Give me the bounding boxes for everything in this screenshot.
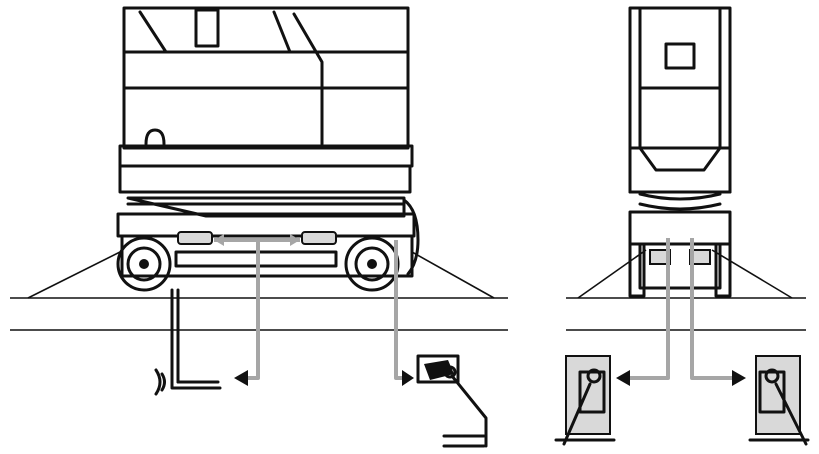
cage-handle <box>144 128 166 146</box>
end-detail-right-link <box>774 382 808 446</box>
arrowhead-detail-right <box>402 370 414 386</box>
platform-cage <box>118 6 414 194</box>
end-slope-line-right <box>711 249 793 299</box>
side-view <box>10 6 508 448</box>
end-detail-left-link <box>562 382 592 446</box>
detail-pivot-arc-inner <box>160 372 166 392</box>
detail-latch-pin <box>443 365 457 379</box>
end-arrowhead-right <box>732 370 746 386</box>
callout-arrows-side <box>214 234 414 386</box>
pothole-guard-left <box>177 231 213 245</box>
cage-brace <box>138 10 292 54</box>
end-slope-line-left <box>577 249 647 299</box>
cage-frame <box>122 6 410 150</box>
arrowhead-detail-left <box>234 370 248 386</box>
end-detail-right-pin <box>764 368 780 384</box>
detail-guard-retracted <box>154 288 222 396</box>
wheel-left <box>116 236 172 292</box>
chassis-tail <box>402 198 420 276</box>
scissor-arm <box>126 196 406 218</box>
wheel-right <box>344 236 400 292</box>
callout-arrows-end <box>616 238 746 386</box>
end-wheel-right <box>714 242 732 298</box>
end-arrow-left <box>630 238 670 380</box>
end-cage <box>628 6 732 194</box>
detail-guard-bar <box>170 288 222 390</box>
end-cage-tray <box>638 146 722 172</box>
end-detail-right-bracket <box>758 370 786 414</box>
end-detail-left-bracket <box>578 370 606 414</box>
end-chassis-upper <box>628 210 732 246</box>
slope-line-right <box>411 251 495 299</box>
detail-guard-deployed <box>416 354 488 448</box>
end-detail-left <box>554 355 616 446</box>
end-detail-left-pin <box>586 368 602 384</box>
detail-housing <box>416 354 460 384</box>
end-cage-frame <box>628 6 732 194</box>
arrowhead-guard-right <box>290 234 300 246</box>
end-chassis <box>628 192 732 298</box>
chassis-body <box>120 234 414 278</box>
pothole-guard-right <box>301 231 337 245</box>
end-scissor-stack <box>638 192 722 211</box>
end-detail-right-panel <box>755 355 801 435</box>
detail-pivot-arc-outer <box>154 368 162 396</box>
slope-line-left <box>27 251 121 299</box>
chassis <box>116 196 420 278</box>
end-cage-panel <box>664 42 696 70</box>
end-arrow-right <box>690 238 732 380</box>
arrow-to-detail-right <box>394 240 404 380</box>
end-detail-right <box>748 355 810 446</box>
arrow-to-detail-left <box>246 240 260 380</box>
platform-base <box>118 164 412 194</box>
end-arrowhead-left <box>616 370 630 386</box>
cage-brace-right <box>292 12 324 146</box>
cage-door <box>194 8 220 48</box>
end-wheel-left <box>628 242 646 298</box>
end-chassis-body <box>638 242 722 290</box>
end-platform <box>628 146 732 194</box>
detail-link <box>450 374 488 448</box>
end-view <box>554 6 810 446</box>
arrowhead-guard-left <box>214 234 224 246</box>
